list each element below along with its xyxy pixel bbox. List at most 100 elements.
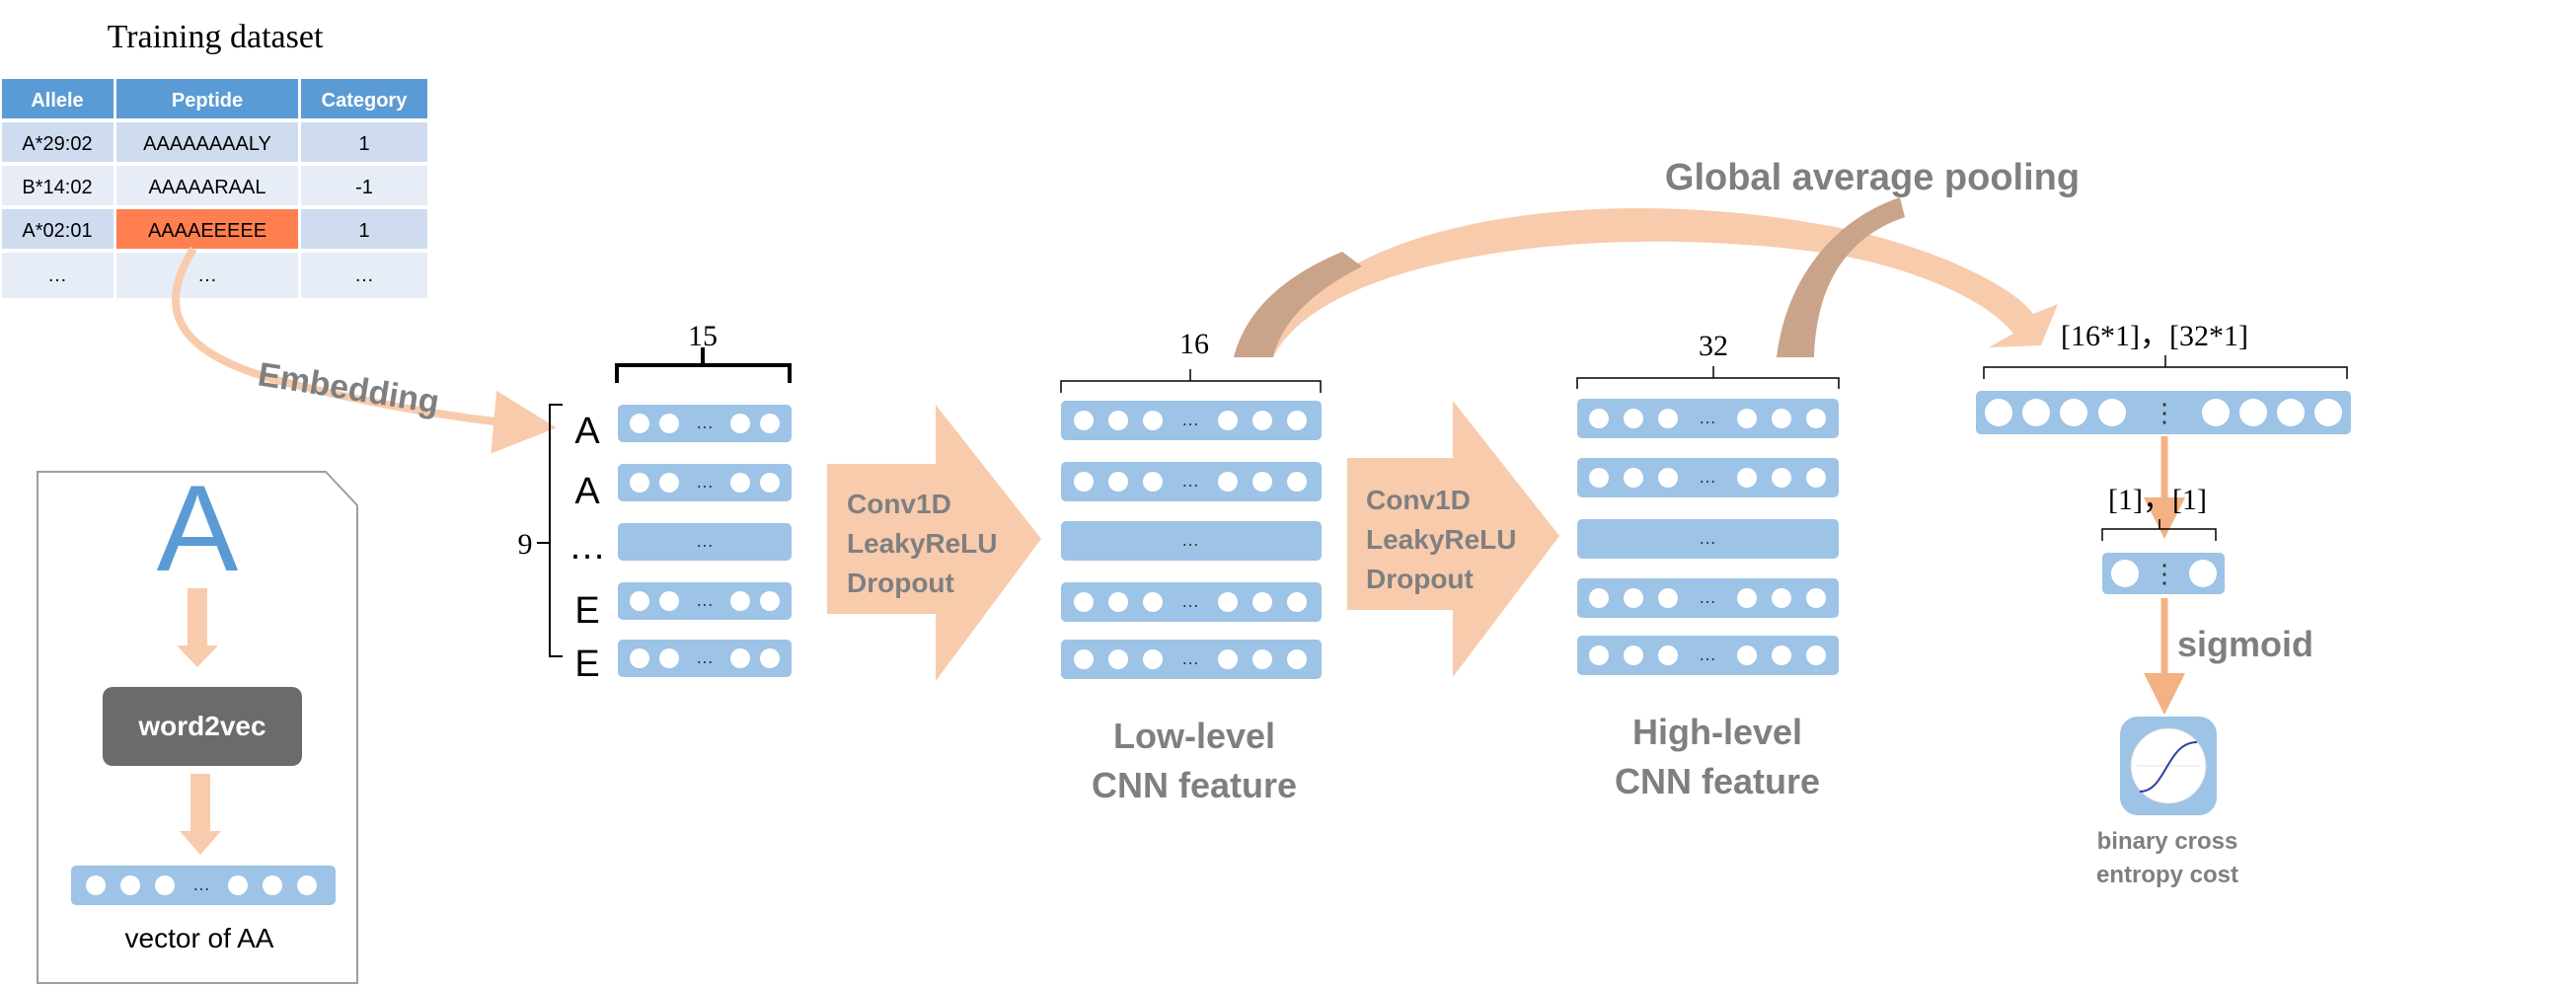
low-level-caption: CNN feature (1092, 765, 1297, 805)
vector-row: … (1577, 458, 1839, 497)
ellipsis-glyph: … (1181, 471, 1199, 491)
ellipsis-glyph: … (1699, 587, 1716, 607)
training-table: Allele Peptide Category A*29:02 AAAAAAAA… (2, 79, 427, 298)
inset-amino-acid-letter: A (157, 461, 239, 597)
input-height-label: 9 (518, 528, 533, 561)
conv-label-2: Dropout (1366, 564, 1474, 594)
vector-row: … (1577, 399, 1839, 438)
vector-row: … (1061, 462, 1322, 501)
ellipsis-glyph: … (192, 874, 210, 894)
gap-label: Global average pooling (1665, 157, 2080, 198)
low-level-caption: Low-level (1113, 716, 1275, 756)
input-width-label: 15 (688, 320, 718, 352)
low-level-brace (1060, 369, 1322, 393)
ellipsis-glyph: … (1699, 528, 1716, 548)
residue-label: E (574, 644, 599, 685)
ellipsis-glyph: … (1181, 410, 1199, 429)
vector-row: … (1061, 521, 1322, 561)
conv-block-arrow-1 (827, 405, 1041, 681)
conv-label-1: LeakyReLU (847, 528, 998, 559)
conv-label-2: Conv1D (1366, 485, 1471, 515)
gap-arrow-high (1777, 197, 1905, 357)
vector-row: … (618, 582, 792, 620)
table-cell: A*29:02 (22, 133, 92, 155)
table-header-peptide: Peptide (172, 90, 243, 112)
dense-brace (2101, 519, 2217, 541)
sigmoid-label: sigmoid (2177, 624, 2313, 664)
ellipsis-glyph: … (1699, 467, 1716, 487)
input-matrix: … … … … … (618, 405, 792, 677)
ellipsis-glyph: … (696, 472, 714, 492)
table-cell: AAAAEEEEE (148, 220, 266, 242)
vector-row: … (1577, 519, 1839, 559)
table-cell: B*14:02 (22, 177, 92, 198)
table-cell: AAAAAAAALY (143, 133, 271, 155)
embedding-arrow (171, 246, 557, 454)
vector-row: … (1577, 636, 1839, 675)
conv-label-2: LeakyReLU (1366, 524, 1517, 555)
vector-row: … (618, 523, 792, 561)
table-cell: AAAAARAAL (149, 177, 266, 198)
table-cell: A*02:01 (22, 220, 92, 242)
input-width-brace (615, 347, 792, 383)
vector-row: … (618, 405, 792, 442)
vector-row: ⋮ (2102, 553, 2225, 594)
ellipsis-glyph: ⋮ (2152, 398, 2177, 427)
inset-arrow-2 (180, 774, 221, 855)
gap-arrow-low-shade (1234, 252, 1362, 357)
vector-row: … (1577, 578, 1839, 618)
gap-arrow-low (1234, 207, 2058, 357)
table-cell: 1 (358, 220, 369, 242)
residue-label: E (574, 590, 599, 632)
low-level-feature-map: … … … … … (1061, 401, 1322, 679)
highlighted-peptide-cell (116, 209, 298, 249)
ellipsis-glyph: … (696, 413, 714, 432)
ellipsis-glyph: … (1699, 408, 1716, 427)
table-cell: … (197, 265, 217, 286)
vector-row: … (1061, 401, 1322, 440)
pooled-dims-label: [16*1]，[32*1] (2061, 320, 2248, 352)
dense-dims-label: [1]，[1] (2108, 484, 2207, 516)
ellipsis-glyph: … (1181, 530, 1199, 550)
conv-label-1: Conv1D (847, 489, 951, 519)
inset-caption: vector of AA (125, 923, 274, 953)
residue-label: A (574, 471, 600, 512)
ellipsis-glyph: … (696, 647, 714, 667)
inset-aa-vector: … (71, 866, 336, 905)
residue-label: … (568, 526, 606, 568)
loss-caption: entropy cost (2096, 862, 2238, 888)
ellipsis-glyph: … (696, 590, 714, 610)
high-level-feature-map: … … … … … (1577, 399, 1839, 675)
vector-row: … (618, 464, 792, 501)
table-cell: -1 (355, 177, 373, 198)
conv-block-arrow-2 (1347, 401, 1559, 677)
vector-row: ⋮ (1976, 391, 2351, 434)
table-header-allele: Allele (31, 90, 83, 112)
vector-row: … (71, 866, 336, 905)
table-cell: … (47, 265, 67, 286)
word2vec-box (103, 687, 302, 766)
table-cell: 1 (358, 133, 369, 155)
high-level-brace (1576, 366, 1840, 389)
training-title: Training dataset (108, 19, 324, 55)
input-height-brace (537, 404, 563, 657)
vector-row: … (1061, 640, 1322, 679)
vector-row: … (1061, 582, 1322, 622)
word2vec-label: word2vec (137, 711, 265, 741)
embedding-label: Embedding (256, 355, 442, 420)
dense-vector: ⋮ (2102, 553, 2225, 594)
ellipsis-glyph: … (1699, 645, 1716, 664)
residue-label: A (574, 411, 600, 452)
inset-arrow-1 (177, 588, 218, 667)
ellipsis-glyph: … (696, 531, 714, 551)
high-level-count: 32 (1699, 330, 1728, 362)
high-level-caption: High-level (1632, 712, 1802, 752)
high-level-caption: CNN feature (1615, 761, 1820, 801)
table-cell: … (354, 265, 374, 286)
loss-caption: binary cross (2097, 828, 2238, 855)
table-header-category: Category (322, 90, 409, 112)
ellipsis-glyph: ⋮ (2152, 559, 2177, 588)
pooled-vector: ⋮ (1976, 391, 2351, 434)
ellipsis-glyph: … (1181, 591, 1199, 611)
